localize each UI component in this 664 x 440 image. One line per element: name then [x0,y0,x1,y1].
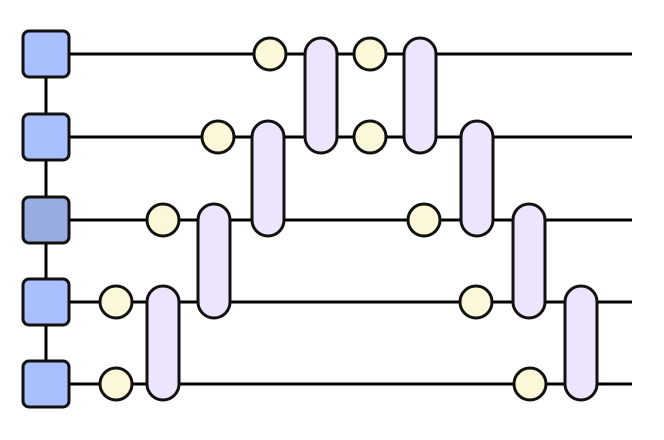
two-qubit-gate-7 [563,284,599,402]
qubit-box-0 [21,29,71,79]
two-qubit-gate-1 [196,202,232,320]
single-qubit-gate-7 [458,284,494,320]
two-qubit-gate-3 [303,36,339,155]
single-qubit-gate-0 [252,36,288,72]
two-qubit-gate-2 [250,119,286,238]
single-qubit-gate-2 [200,119,236,155]
single-qubit-gate-9 [512,366,548,402]
single-qubit-gate-6 [98,284,134,320]
two-qubit-gate-6 [511,202,547,320]
single-qubit-gate-3 [352,119,388,155]
qubit-box-2 [21,195,71,245]
single-qubit-gate-1 [352,36,388,72]
two-qubit-gate-4 [402,36,438,155]
two-qubit-gate-0 [145,284,181,402]
single-qubit-gate-5 [406,202,442,238]
qubit-box-1 [21,112,71,162]
single-qubit-gate-8 [98,366,134,402]
qubit-box-4 [21,359,71,409]
qubit-box-3 [21,277,71,327]
single-qubit-gate-4 [145,202,181,238]
two-qubit-gate-5 [459,119,495,238]
